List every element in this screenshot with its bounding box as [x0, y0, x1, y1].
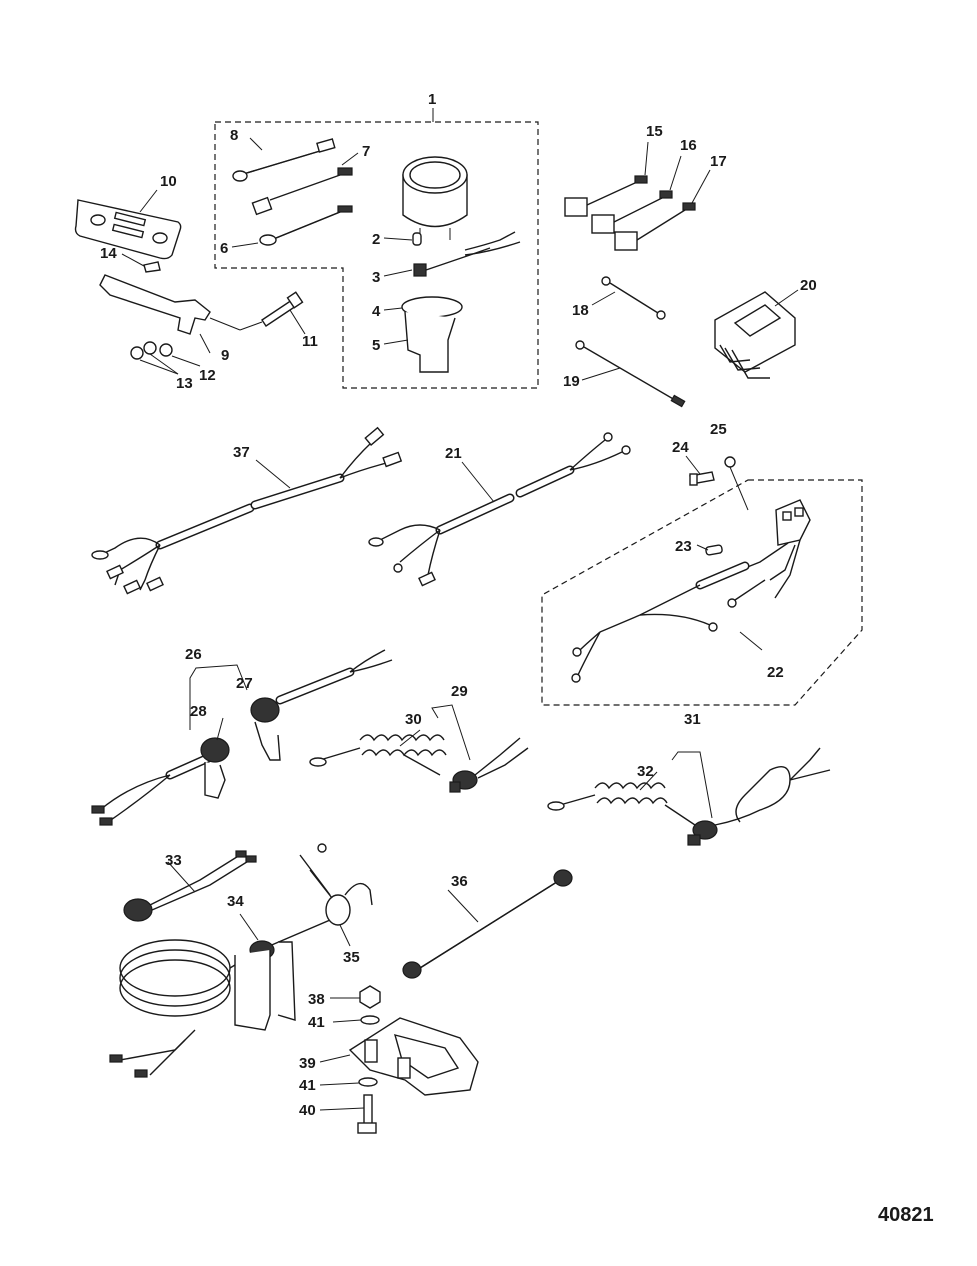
part-19-jumper: [575, 340, 686, 408]
part-31-stop-switch: [687, 747, 831, 846]
label-27: 27: [236, 675, 253, 692]
label-36: 36: [451, 873, 468, 890]
part-41-washer-bottom: [358, 1077, 378, 1087]
label-32: 32: [637, 763, 654, 780]
label-28: 28: [190, 703, 207, 720]
part-23-fuse: [705, 544, 723, 556]
part-12-nut: [159, 343, 173, 357]
part-22-harness-kit: [541, 479, 863, 706]
part-28-switch: [91, 737, 230, 826]
part-16-plug: [591, 214, 615, 234]
label-12: 12: [199, 367, 216, 384]
part-5-bracket: [404, 311, 456, 373]
part-9-bracket: [99, 274, 211, 335]
label-1: 1: [428, 91, 436, 108]
label-8: 8: [230, 127, 238, 144]
label-38: 38: [308, 991, 325, 1008]
part-7-lead: [251, 167, 353, 216]
gauge-body: [402, 156, 521, 256]
label-35: 35: [343, 949, 360, 966]
label-15: 15: [646, 123, 663, 140]
label-11: 11: [302, 333, 318, 350]
part-32-lanyard: [547, 782, 696, 826]
part-2-bulb: [412, 232, 422, 246]
part-13-nut: [130, 346, 144, 360]
part-3-socket: [413, 247, 491, 277]
label-30: 30: [405, 711, 422, 728]
label-40: 40: [299, 1102, 316, 1119]
figure-number: 40821: [878, 1204, 934, 1226]
label-24: 24: [672, 439, 689, 456]
label-41-upper: 41: [308, 1014, 325, 1031]
gauge-kit-boundary: [214, 121, 539, 389]
label-3: 3: [372, 269, 380, 286]
label-2: 2: [372, 231, 380, 248]
part-18-jumper: [601, 276, 666, 320]
label-14: 14: [100, 245, 117, 262]
label-33: 33: [165, 852, 182, 869]
part-25-washer: [724, 456, 736, 468]
label-26: 26: [185, 646, 202, 663]
label-31: 31: [684, 711, 701, 728]
part-8-sender-lead: [232, 138, 336, 182]
label-6: 6: [220, 240, 228, 257]
part-29-stop-switch: [449, 737, 529, 793]
label-13: 13: [176, 375, 193, 392]
label-29: 29: [451, 683, 468, 700]
kit-22-boundary: [541, 479, 863, 706]
label-18: 18: [572, 302, 589, 319]
part-24-screw: [689, 471, 715, 486]
label-19: 19: [563, 373, 580, 390]
label-23: 23: [675, 538, 692, 555]
connector-leads-group: [564, 175, 796, 408]
mount-bracket-group: [348, 985, 479, 1134]
part-36-extension-harness: [402, 869, 573, 979]
leader-lines: [121, 137, 799, 1111]
part-17-plug: [614, 231, 638, 251]
part-37-harness: [91, 426, 403, 595]
label-17: 17: [710, 153, 727, 170]
label-34: 34: [227, 893, 244, 910]
part-labels: 1 2 3 4 5 6 7 8 9 10 11 12 13 14 15 16 1…: [100, 91, 817, 1119]
part-21-harness: [368, 432, 631, 587]
part-30-lanyard: [309, 734, 447, 776]
part-6-lead: [259, 205, 353, 246]
label-9: 9: [221, 347, 229, 364]
label-10: 10: [160, 173, 177, 190]
label-39: 39: [299, 1055, 316, 1072]
part-20-regulator: [714, 291, 796, 379]
part-15-plug: [564, 197, 588, 217]
panel-plate-group: [74, 199, 304, 360]
part-35-bracket: [299, 843, 373, 926]
label-25: 25: [710, 421, 727, 438]
part-41-washer-top: [360, 1015, 380, 1025]
part-27-switch: [250, 649, 393, 761]
label-37: 37: [233, 444, 250, 461]
gauge-kit-group: [214, 108, 539, 389]
part-14-screw: [143, 261, 161, 273]
label-4: 4: [372, 303, 381, 320]
part-34-trim-sender: [109, 904, 346, 1078]
part-38-nut: [359, 985, 381, 1009]
label-16: 16: [680, 137, 697, 154]
part-33-harness: [123, 850, 257, 922]
label-7: 7: [362, 143, 370, 160]
part-40-bolt: [357, 1094, 377, 1134]
label-5: 5: [372, 337, 380, 354]
label-22: 22: [767, 664, 784, 681]
label-21: 21: [445, 445, 462, 462]
label-41-lower: 41: [299, 1077, 316, 1094]
label-20: 20: [800, 277, 817, 294]
